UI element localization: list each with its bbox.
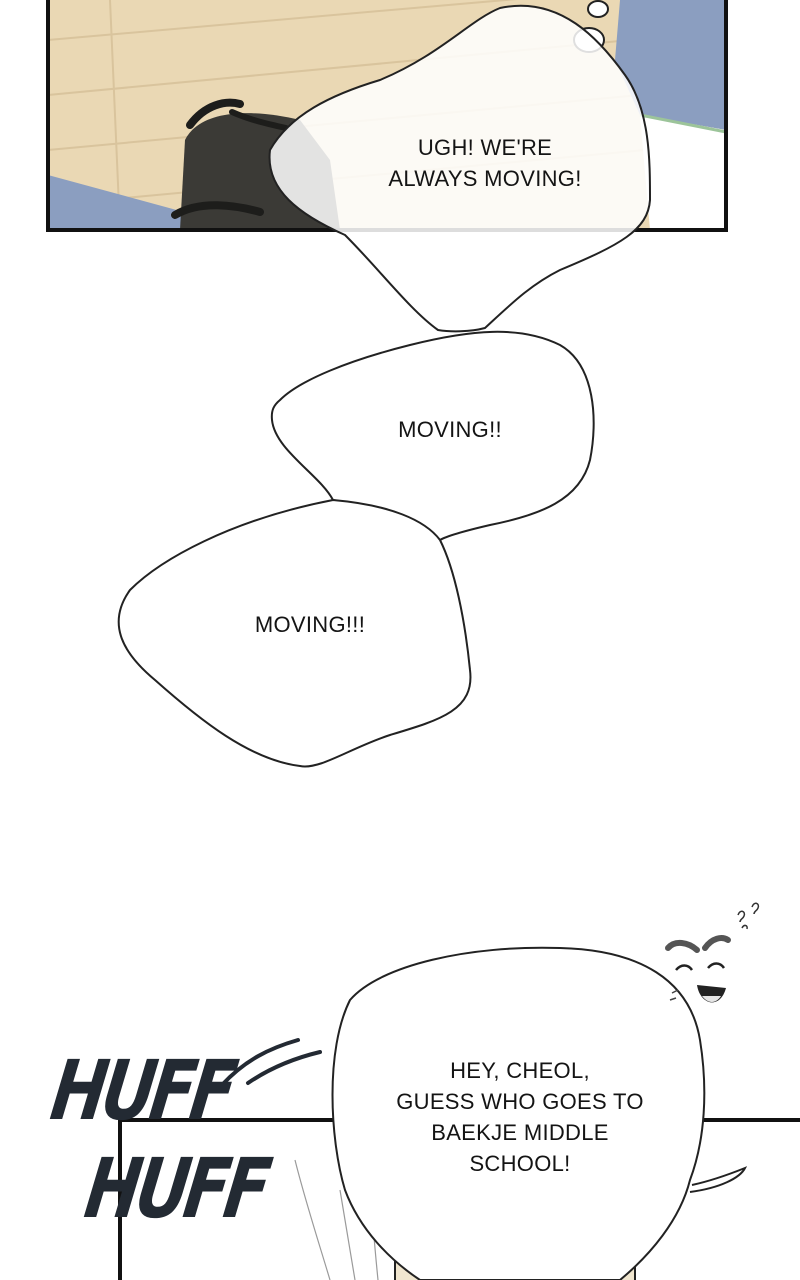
speech-bubble-moving-2	[270, 330, 595, 542]
speech-bubble-bottom	[331, 946, 706, 1280]
bubble-text-moving-2: MOVING!!	[398, 417, 502, 442]
sfx-huff-2: HUFF	[79, 1140, 273, 1237]
sfx-huff-1: HUFF	[45, 1042, 239, 1139]
bubble-text-bottom: HEY, CHEOL, GUESS WHO GOES TO BAEKJE MID…	[396, 1058, 644, 1176]
laughing-face-icon	[665, 902, 760, 1003]
bubble-text-moving-3: MOVING!!!	[254, 612, 366, 637]
speech-bubble-top	[268, 4, 652, 333]
speech-bubble-moving-3	[117, 498, 472, 768]
bubble-text-top: UGH! WE'RE ALWAYS MOVING!	[388, 135, 582, 191]
